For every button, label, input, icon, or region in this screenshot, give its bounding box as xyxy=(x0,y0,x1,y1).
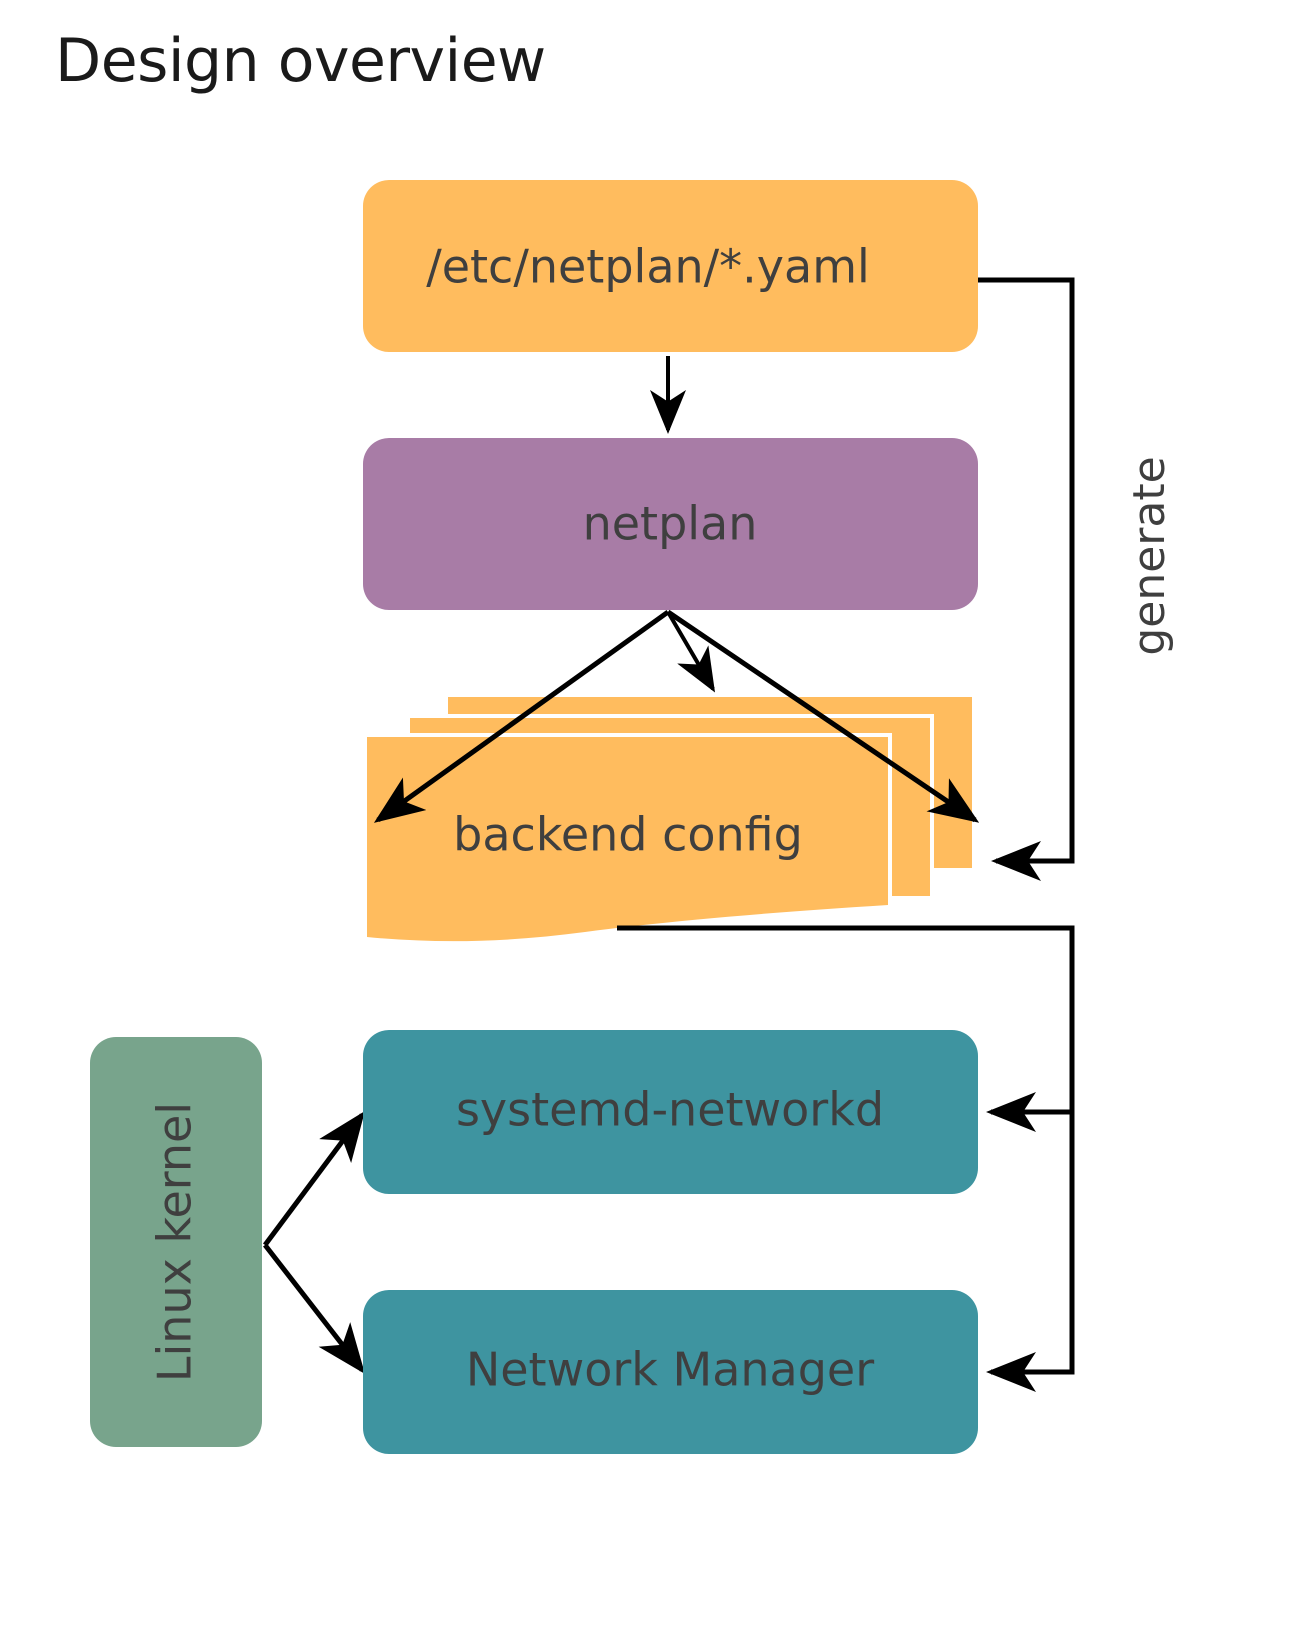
node-netplan-label: netplan xyxy=(583,497,758,551)
edge-backend-to-network-manager-path xyxy=(986,1112,1075,1392)
edge-netplan-to-backend-right xyxy=(666,609,980,823)
node-yaml[interactable]: /etc/netplan/*.yaml xyxy=(363,180,978,352)
node-backend-config-label: backend config xyxy=(453,808,803,862)
edge-backend-to-networkd xyxy=(617,925,1075,1132)
edge-kernel-to-network-manager-path xyxy=(263,1243,366,1374)
node-network-manager-label: Network Manager xyxy=(466,1343,874,1397)
edge-generate: generate xyxy=(978,277,1175,881)
edge-netplan-to-backend-left xyxy=(373,609,670,823)
node-netplan-shape xyxy=(363,438,978,610)
edge-netplan-to-backend-left-path xyxy=(373,609,670,823)
page-title: Design overview xyxy=(55,26,546,96)
node-netplan[interactable]: netplan xyxy=(363,438,978,610)
node-linux-kernel[interactable]: Linux kernel xyxy=(90,1037,262,1447)
node-systemd-networkd-shape xyxy=(363,1030,978,1194)
node-yaml-label: /etc/netplan/*.yaml xyxy=(426,240,870,294)
node-network-manager[interactable]: Network Manager xyxy=(363,1290,978,1454)
node-systemd-networkd[interactable]: systemd-networkd xyxy=(363,1030,978,1194)
node-systemd-networkd-label: systemd-networkd xyxy=(456,1083,884,1137)
edge-netplan-to-backend-center-path xyxy=(666,610,716,693)
node-linux-kernel-label: Linux kernel xyxy=(148,1102,202,1382)
edge-kernel-to-networkd-path xyxy=(262,1110,365,1247)
node-backend-config[interactable]: backend config xyxy=(363,697,972,944)
edge-generate-path xyxy=(978,277,1075,881)
edge-label-generate: generate xyxy=(1124,456,1175,655)
edge-backend-to-networkd-path xyxy=(617,925,1075,1132)
edge-kernel-to-networkd xyxy=(262,1110,365,1247)
node-linux-kernel-shape xyxy=(90,1037,262,1447)
edge-backend-to-network-manager xyxy=(986,1112,1075,1392)
node-backend-config-sheet-front xyxy=(367,737,888,942)
edge-netplan-to-backend-center xyxy=(666,610,716,693)
edge-netplan-to-backend-right-path xyxy=(666,609,980,823)
node-network-manager-shape xyxy=(363,1290,978,1454)
node-yaml-shape xyxy=(363,180,978,352)
edge-kernel-to-network-manager xyxy=(263,1243,366,1374)
